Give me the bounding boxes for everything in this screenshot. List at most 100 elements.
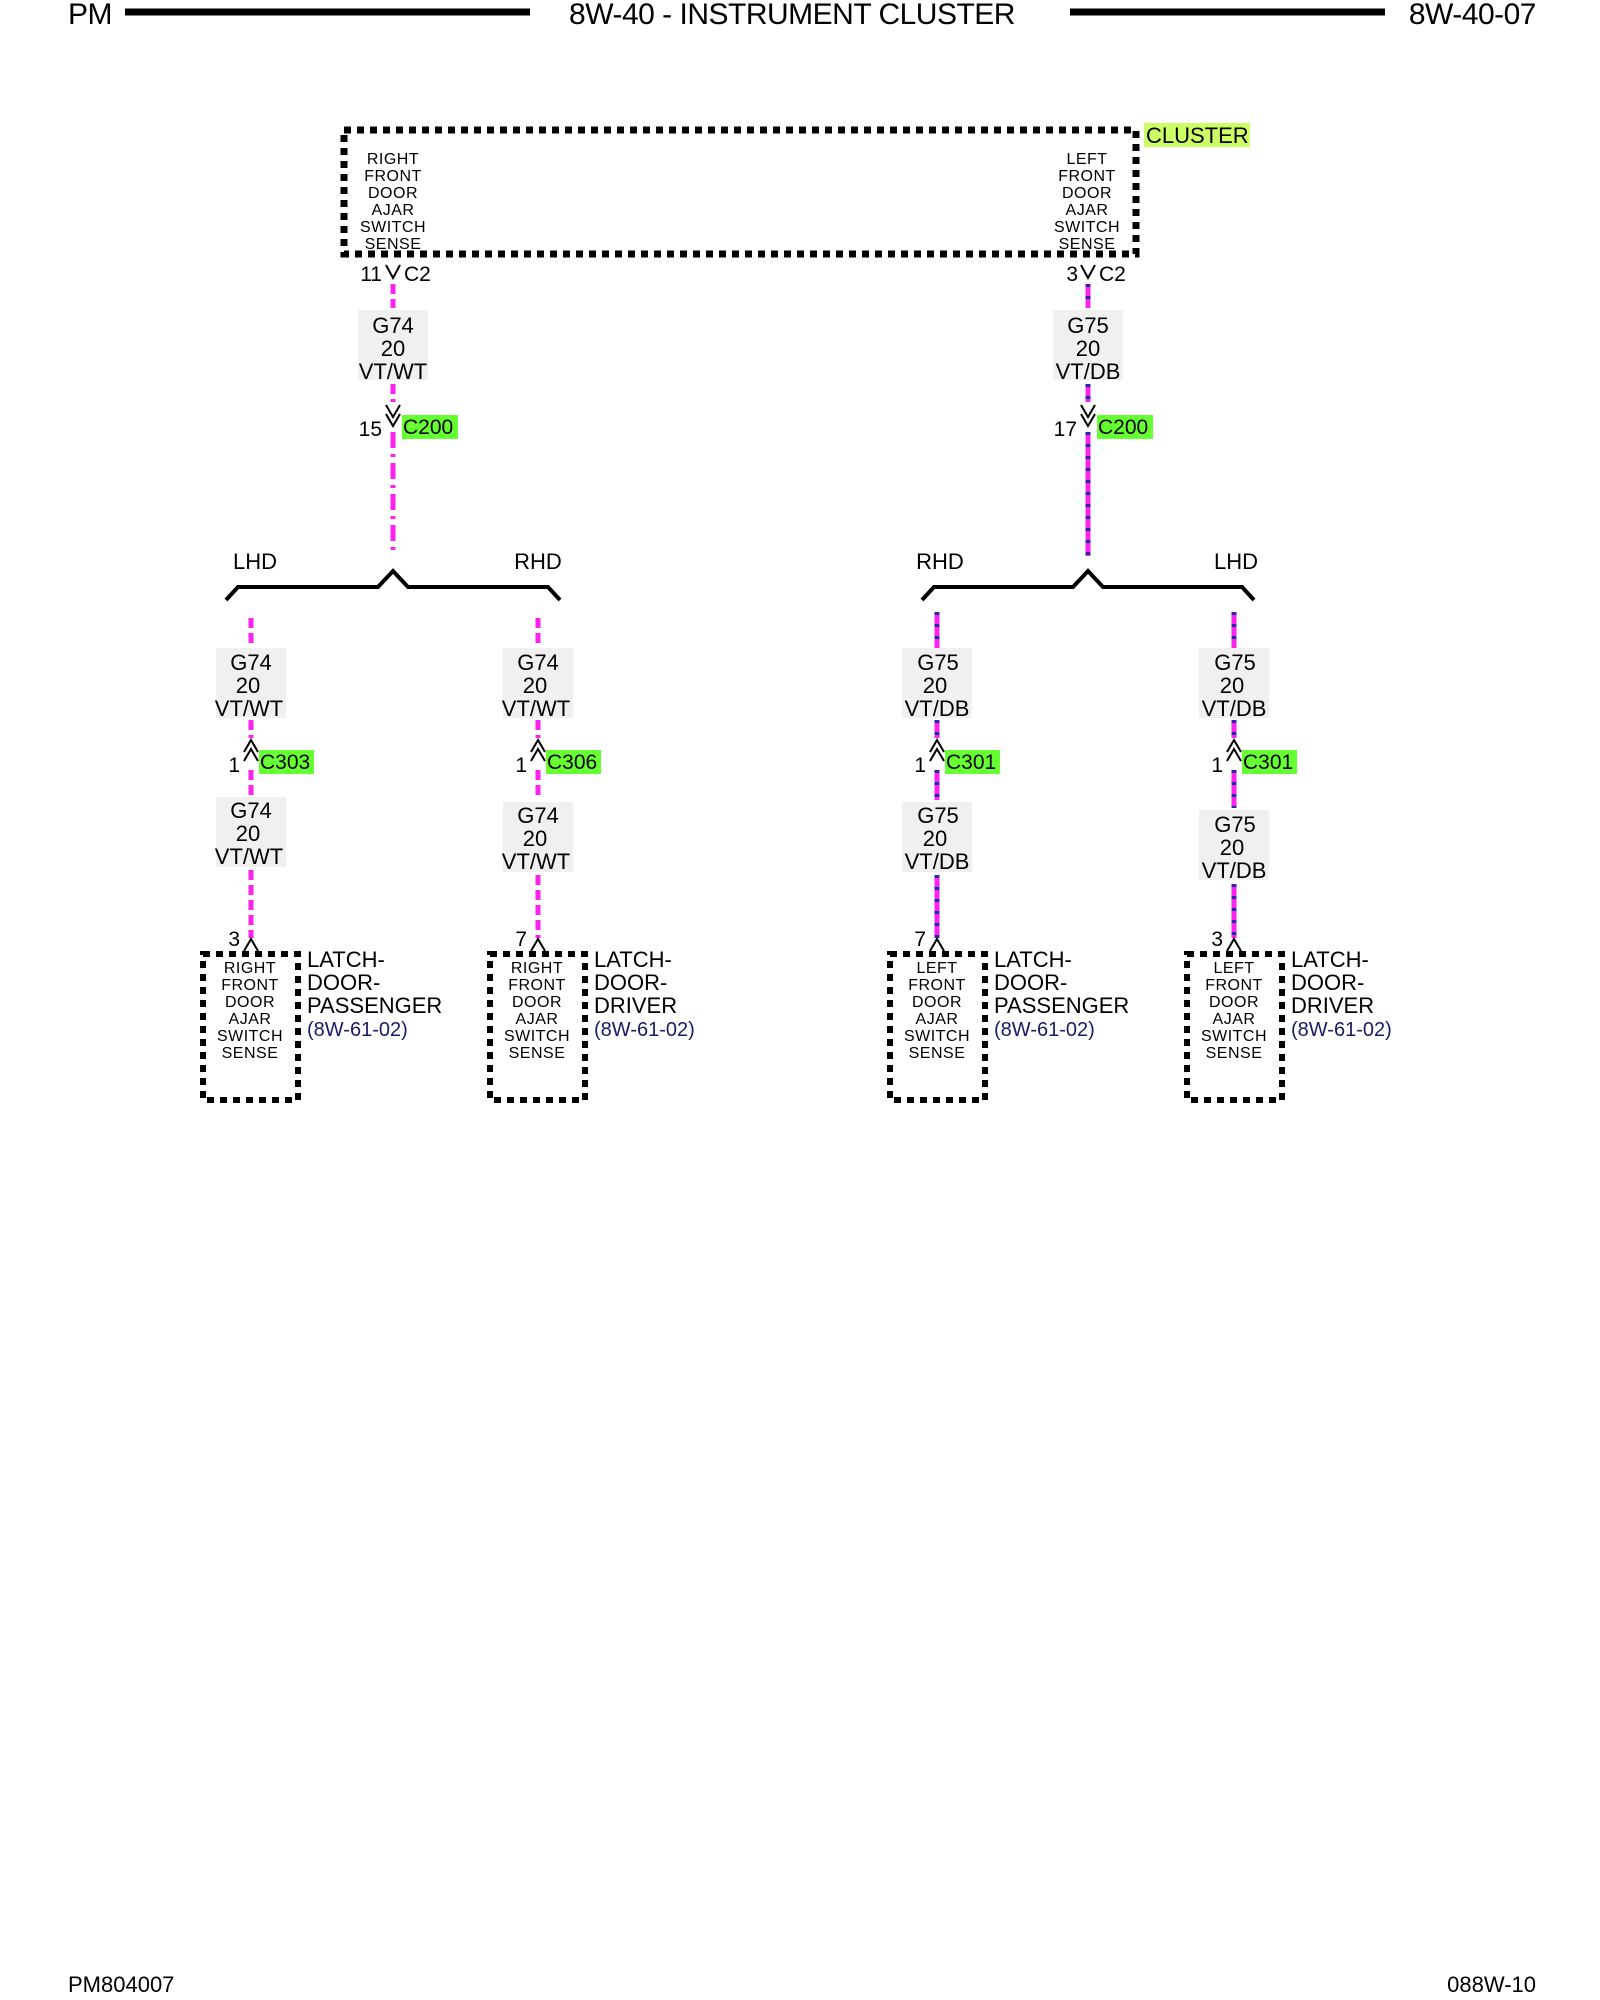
latch-name-line: DRIVER [594, 993, 677, 1018]
sense-word: RIGHT [511, 960, 563, 977]
c200-label-right: C200 [1098, 416, 1148, 439]
footer-right: 088W-10 [1447, 1972, 1536, 1997]
sense-word: SENSE [365, 236, 422, 253]
branch-3-g75-rhd: G75 20 VT/DB 1 C301 G75 20 VT/DB 7 LEFT … [887, 612, 1129, 1103]
sense-word: FRONT [221, 977, 279, 994]
latch-name-line: PASSENGER [994, 993, 1129, 1018]
option-bracket-right: RHD LHD [916, 549, 1258, 602]
inline-conn-highlight [546, 750, 601, 774]
wire-gauge: 20 [236, 673, 260, 698]
wire-label-bg [216, 797, 286, 867]
sense-word: SENSE [1059, 236, 1116, 253]
sense-word: FRONT [908, 977, 966, 994]
latch-page-ref[interactable]: (8W-61-02) [307, 1019, 408, 1041]
header-title: 8W-40 - INSTRUMENT CLUSTER [569, 0, 1015, 31]
header-left: PM [68, 0, 112, 31]
c200-highlight [1097, 415, 1153, 439]
latch-pin: 3 [1211, 928, 1223, 951]
inline-connector-symbol [929, 738, 945, 762]
latch-name-line: DOOR- [307, 970, 380, 995]
inline-pin: 1 [1211, 754, 1223, 777]
cluster-conn-right: C2 [404, 263, 431, 286]
trunk-g74: G74 20 VT/WT 15 C200 [358, 284, 458, 556]
inline-conn-name: C301 [946, 751, 996, 774]
latch-name-line: LATCH- [594, 947, 672, 972]
sense-word: AJAR [1066, 202, 1109, 219]
sense-word: RIGHT [224, 960, 276, 977]
wire-label-bg [1053, 310, 1123, 380]
wire-label-bg [902, 648, 972, 718]
sense-word: SWITCH [360, 219, 426, 236]
sense-word: AJAR [372, 202, 415, 219]
sense-word: DOOR [512, 994, 562, 1011]
wire-gauge: 20 [1220, 835, 1244, 860]
bracket-line [920, 568, 1256, 602]
wire-id: G74 [517, 650, 559, 675]
latch-outline [887, 951, 988, 1103]
connector-male-symbol [1226, 937, 1242, 952]
cluster-right-sense-text: RIGHT FRONT DOOR AJAR SWITCH SENSE [360, 151, 426, 253]
c200-pin-right: 17 [1054, 418, 1077, 441]
wire-color: VT/DB [1202, 696, 1267, 721]
page-header: PM 8W-40 - INSTRUMENT CLUSTER 8W-40-07 [68, 0, 1537, 31]
inline-connector-symbol [1226, 738, 1242, 762]
sense-word: DOOR [225, 994, 275, 1011]
wire-color: VT/DB [905, 696, 970, 721]
cluster-outline [340, 126, 1140, 258]
latch-outline [487, 951, 588, 1103]
wire-gauge: 20 [923, 673, 947, 698]
c200-pin-left: 15 [359, 418, 382, 441]
sense-word: SWITCH [504, 1028, 570, 1045]
latch-page-ref[interactable]: (8W-61-02) [994, 1019, 1095, 1041]
latch-page-ref[interactable]: (8W-61-02) [594, 1019, 695, 1041]
cluster-pin-right: 11 [360, 263, 382, 286]
sense-word: RIGHT [367, 151, 419, 168]
inline-pin: 1 [914, 754, 926, 777]
sense-word: DOOR [1062, 185, 1112, 202]
wire-id: G74 [230, 650, 272, 675]
option-bracket-left: LHD RHD [224, 549, 562, 602]
wire-id: G75 [1214, 812, 1256, 837]
cluster-label-highlight [1144, 123, 1250, 147]
sense-word: AJAR [516, 1011, 559, 1028]
c200-label-left: C200 [403, 416, 453, 439]
cluster-pin-left: 3 [1066, 263, 1078, 286]
inline-connector-symbol [243, 738, 259, 762]
latch-name-line: DOOR- [1291, 970, 1364, 995]
latch-name-line: LATCH- [307, 947, 385, 972]
c200-highlight [402, 415, 458, 439]
inline-conn-name: C301 [1243, 751, 1293, 774]
branch-rhd-label: RHD [514, 549, 562, 574]
latch-name-line: DRIVER [1291, 993, 1374, 1018]
sense-word: SENSE [222, 1045, 279, 1062]
sense-word: SWITCH [1054, 219, 1120, 236]
wire-gauge: 20 [236, 821, 260, 846]
cluster-conn-left: C2 [1099, 263, 1126, 286]
connector-female-symbol [1080, 264, 1096, 281]
wire-id: G75 [1214, 650, 1256, 675]
wire-label-bg [902, 802, 972, 872]
latch-name-line: PASSENGER [307, 993, 442, 1018]
wire-color: VT/WT [502, 849, 570, 874]
sense-word: FRONT [364, 168, 422, 185]
footer-left: PM804007 [68, 1972, 174, 1997]
inline-connector-symbol [385, 404, 401, 428]
connector-male-symbol [929, 937, 945, 952]
wire-label-bg [503, 648, 573, 718]
latch-page-ref[interactable]: (8W-61-02) [1291, 1019, 1392, 1041]
inline-conn-highlight [945, 750, 1000, 774]
cluster-left-sense-text: LEFT FRONT DOOR AJAR SWITCH SENSE [1054, 151, 1120, 253]
latch-outline [1184, 951, 1285, 1103]
latch-pin: 7 [914, 928, 926, 951]
bracket-line [224, 568, 562, 602]
sense-word: SWITCH [904, 1028, 970, 1045]
sense-word: DOOR [912, 994, 962, 1011]
wire-label-bg [503, 802, 573, 872]
branch-2-g74-rhd: G74 20 VT/WT 1 C306 G74 20 VT/WT 7 RIGHT… [487, 618, 695, 1103]
wire-gauge: 20 [523, 826, 547, 851]
sense-word: LEFT [1213, 960, 1254, 977]
wire-gauge: 20 [523, 673, 547, 698]
cluster-label: CLUSTER [1146, 123, 1249, 148]
latch-name-line: LATCH- [994, 947, 1072, 972]
wire-color: VT/WT [359, 359, 427, 384]
